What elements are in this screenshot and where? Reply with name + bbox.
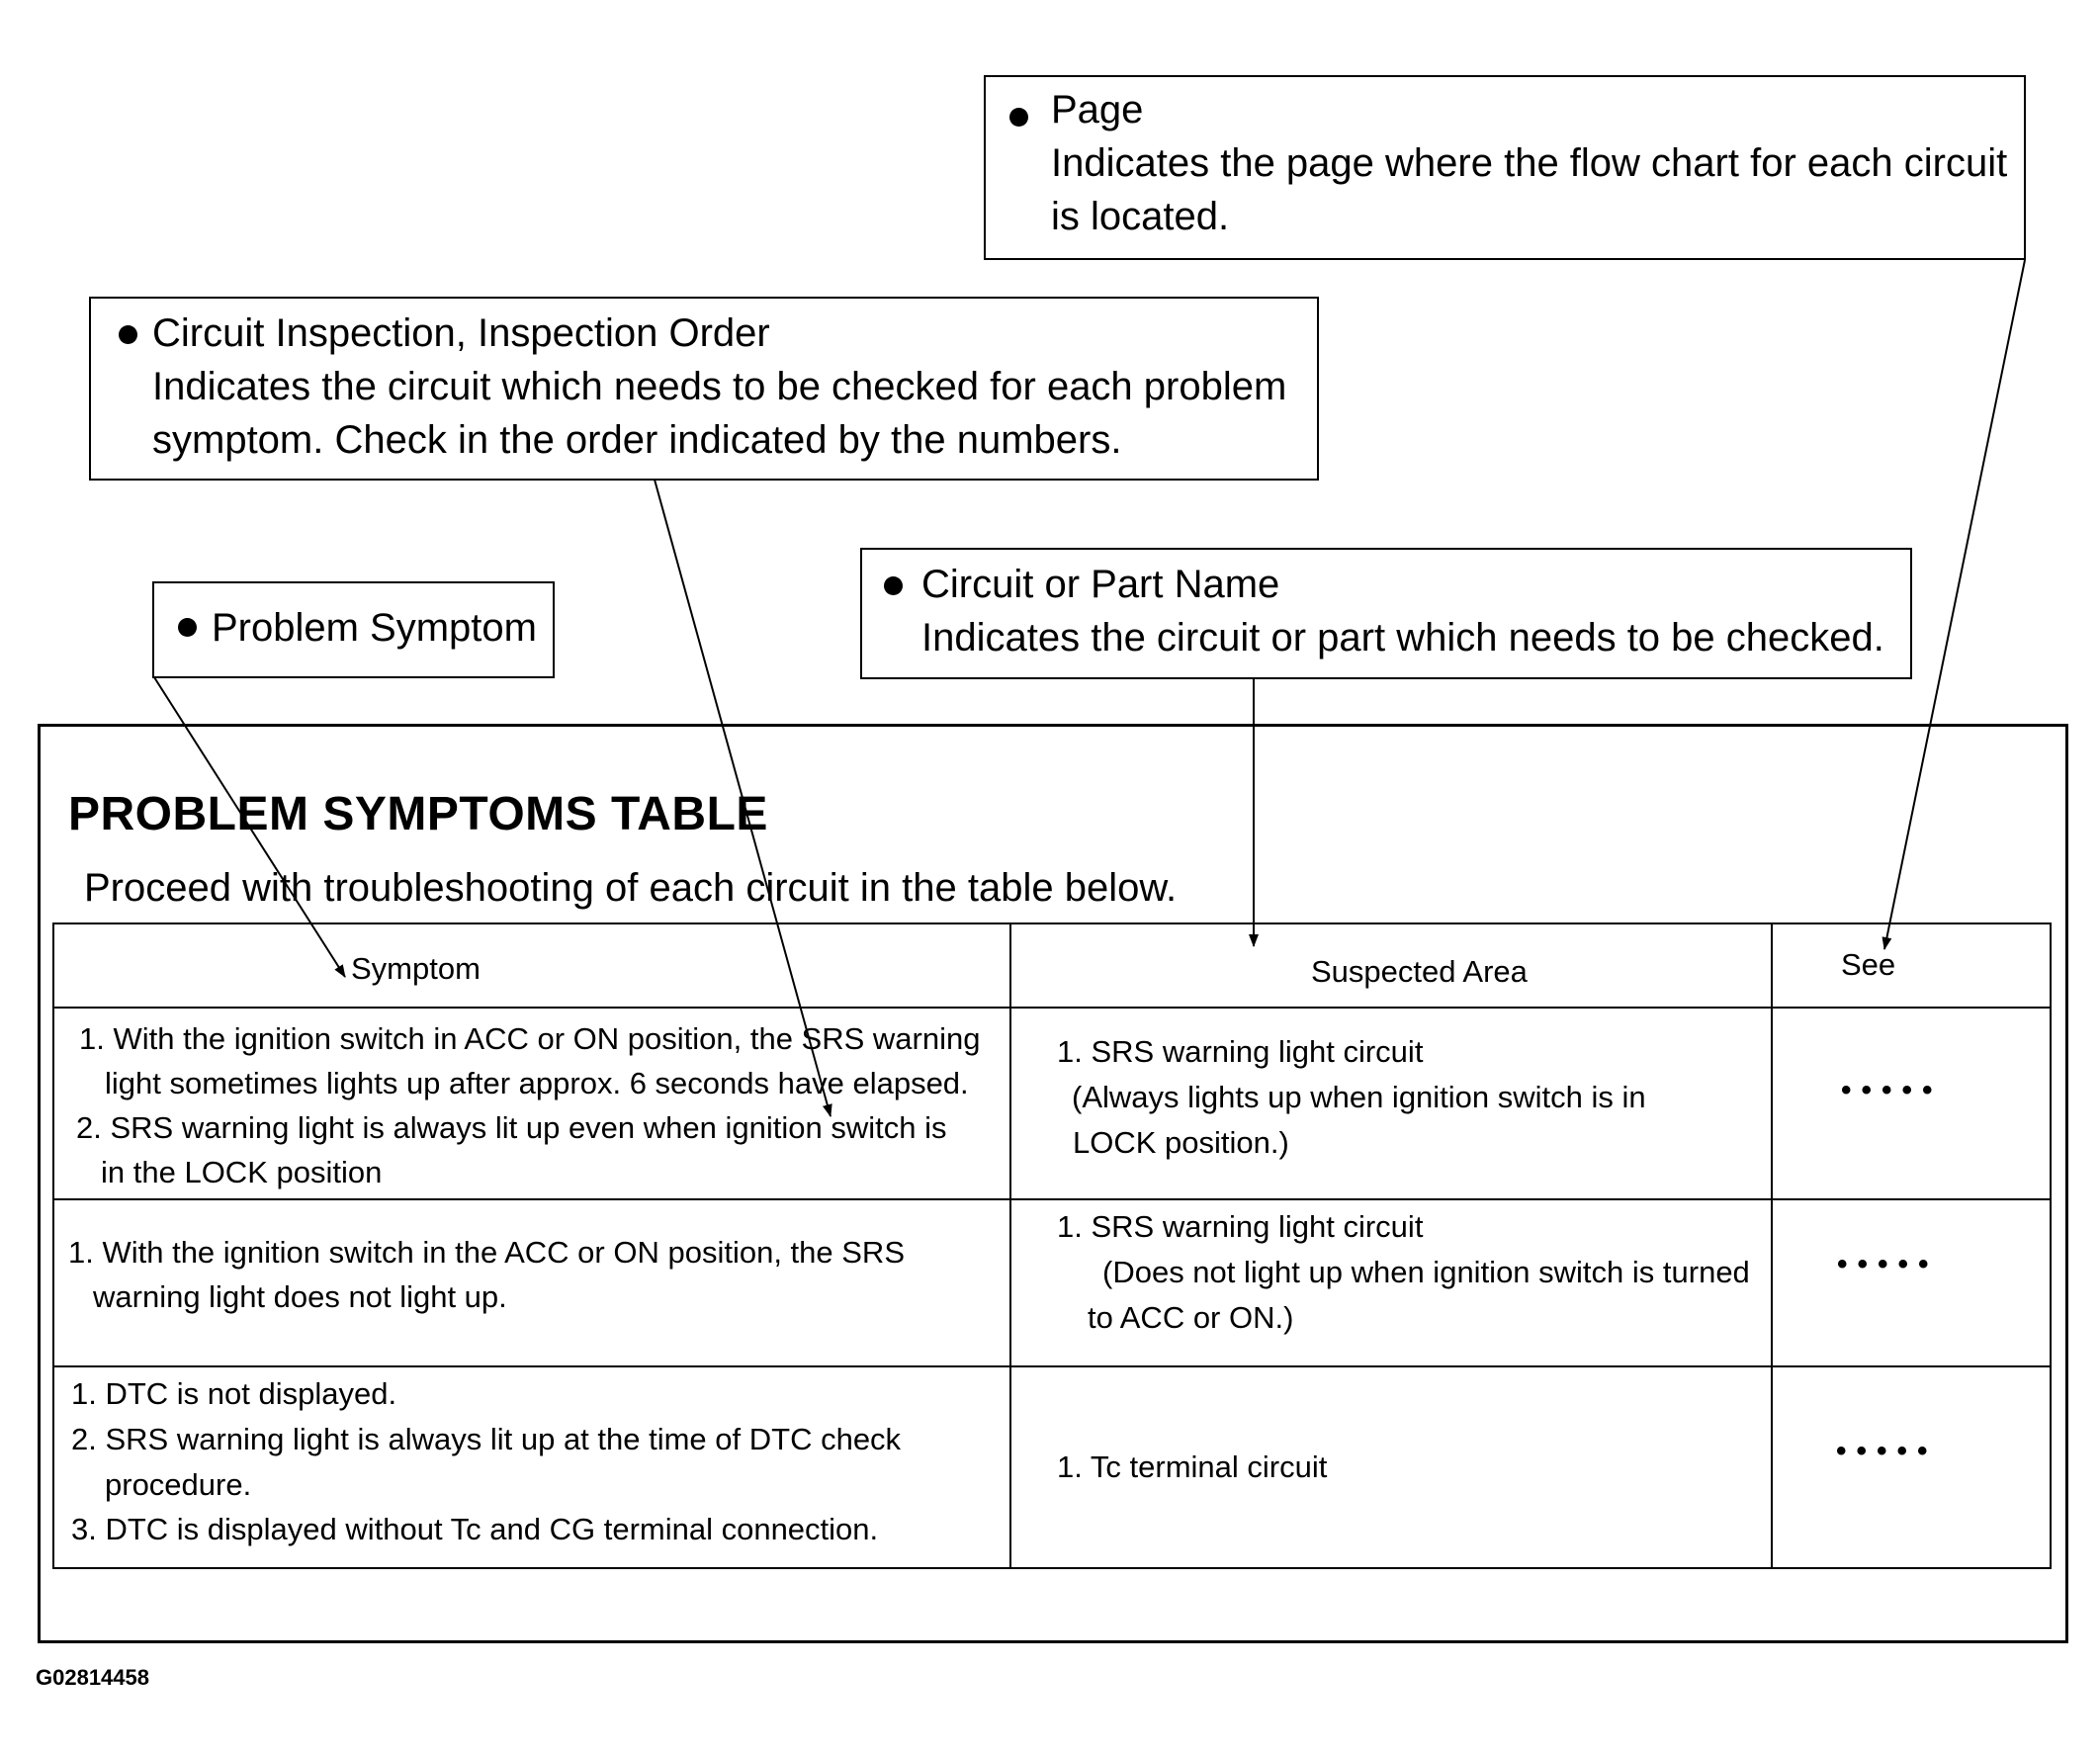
row-3-symptom-line-4: 3. DTC is displayed without Tc and CG te… (71, 1512, 879, 1546)
column-divider (1771, 922, 1773, 1569)
header-see: See (1841, 947, 1896, 982)
row-2-area-line-1: 1. SRS warning light circuit (1057, 1209, 1424, 1244)
bullet-icon (884, 576, 903, 595)
callout-page-desc-line-1: Indicates the page where the flow chart … (1051, 141, 2008, 185)
bullet-icon (178, 618, 197, 637)
row-3-symptom-line-2: 2. SRS warning light is always lit up at… (71, 1422, 902, 1456)
table-subtitle: Proceed with troubleshooting of each cir… (84, 866, 1178, 910)
row-3-symptom-line-1: 1. DTC is not displayed. (71, 1376, 397, 1411)
row-2-area-line-3: to ACC or ON.) (1088, 1300, 1294, 1335)
callout-circuit-part-name-desc-line-1: Indicates the circuit or part which need… (921, 616, 1884, 659)
row-1-symptom-line-1: 1. With the ignition switch in ACC or ON… (79, 1021, 981, 1056)
row-2-symptom-line-2: warning light does not light up. (93, 1279, 507, 1314)
header-suspected-area: Suspected Area (1311, 954, 1528, 989)
arrow-problem-symptom-to-header (153, 676, 346, 978)
row-2-area-line-2: (Does not light up when ignition switch … (1102, 1255, 1750, 1289)
bullet-icon (1009, 108, 1028, 127)
callout-circuit-part-name: Circuit or Part Name Indicates the circu… (860, 548, 1912, 679)
row-divider (52, 1198, 2052, 1200)
callout-problem-symptom-title: Problem Symptom (212, 606, 537, 650)
row-3-see-page-ref: ••••• (1836, 1435, 1938, 1467)
callout-circuit-part-name-title: Circuit or Part Name (921, 563, 1280, 606)
callout-circuit-inspection-title: Circuit Inspection, Inspection Order (152, 311, 770, 355)
arrow-circuit-inspection-to-symptoms (654, 479, 832, 1117)
callout-circuit-inspection: Circuit Inspection, Inspection Order Ind… (89, 297, 1319, 481)
callout-circuit-inspection-desc-line-1: Indicates the circuit which needs to be … (152, 365, 1287, 408)
callout-problem-symptom: Problem Symptom (152, 581, 555, 678)
row-2-see-page-ref: ••••• (1837, 1248, 1939, 1280)
row-3-symptom-line-3: procedure. (105, 1467, 252, 1502)
arrow-page-to-see (1881, 259, 2026, 950)
callout-page-title: Page (1051, 88, 1144, 132)
row-1-area-line-2: (Always lights up when ignition switch i… (1072, 1080, 1646, 1114)
row-2-symptom-line-1: 1. With the ignition switch in the ACC o… (68, 1235, 905, 1270)
row-1-symptom-line-4: in the LOCK position (101, 1155, 383, 1189)
callout-page: Page Indicates the page where the flow c… (984, 75, 2026, 260)
figure-id: G02814458 (36, 1665, 149, 1690)
header-symptom: Symptom (351, 951, 481, 986)
row-divider (52, 1365, 2052, 1367)
problem-symptoms-table (52, 922, 2052, 1569)
row-divider (52, 1007, 2052, 1009)
bullet-icon (119, 325, 137, 344)
table-title: PROBLEM SYMPTOMS TABLE (68, 788, 768, 840)
row-3-area-line-1: 1. Tc terminal circuit (1057, 1450, 1328, 1484)
callout-circuit-inspection-desc-line-2: symptom. Check in the order indicated by… (152, 418, 1122, 462)
callout-page-desc-line-2: is located. (1051, 195, 1230, 238)
row-1-symptom-line-3: 2. SRS warning light is always lit up ev… (76, 1110, 947, 1145)
row-1-area-line-3: LOCK position.) (1073, 1125, 1289, 1160)
column-divider (1009, 922, 1011, 1569)
problem-symptoms-frame (38, 724, 2068, 1643)
row-1-area-line-1: 1. SRS warning light circuit (1057, 1034, 1424, 1069)
row-1-see-page-ref: ••••• (1841, 1074, 1943, 1106)
